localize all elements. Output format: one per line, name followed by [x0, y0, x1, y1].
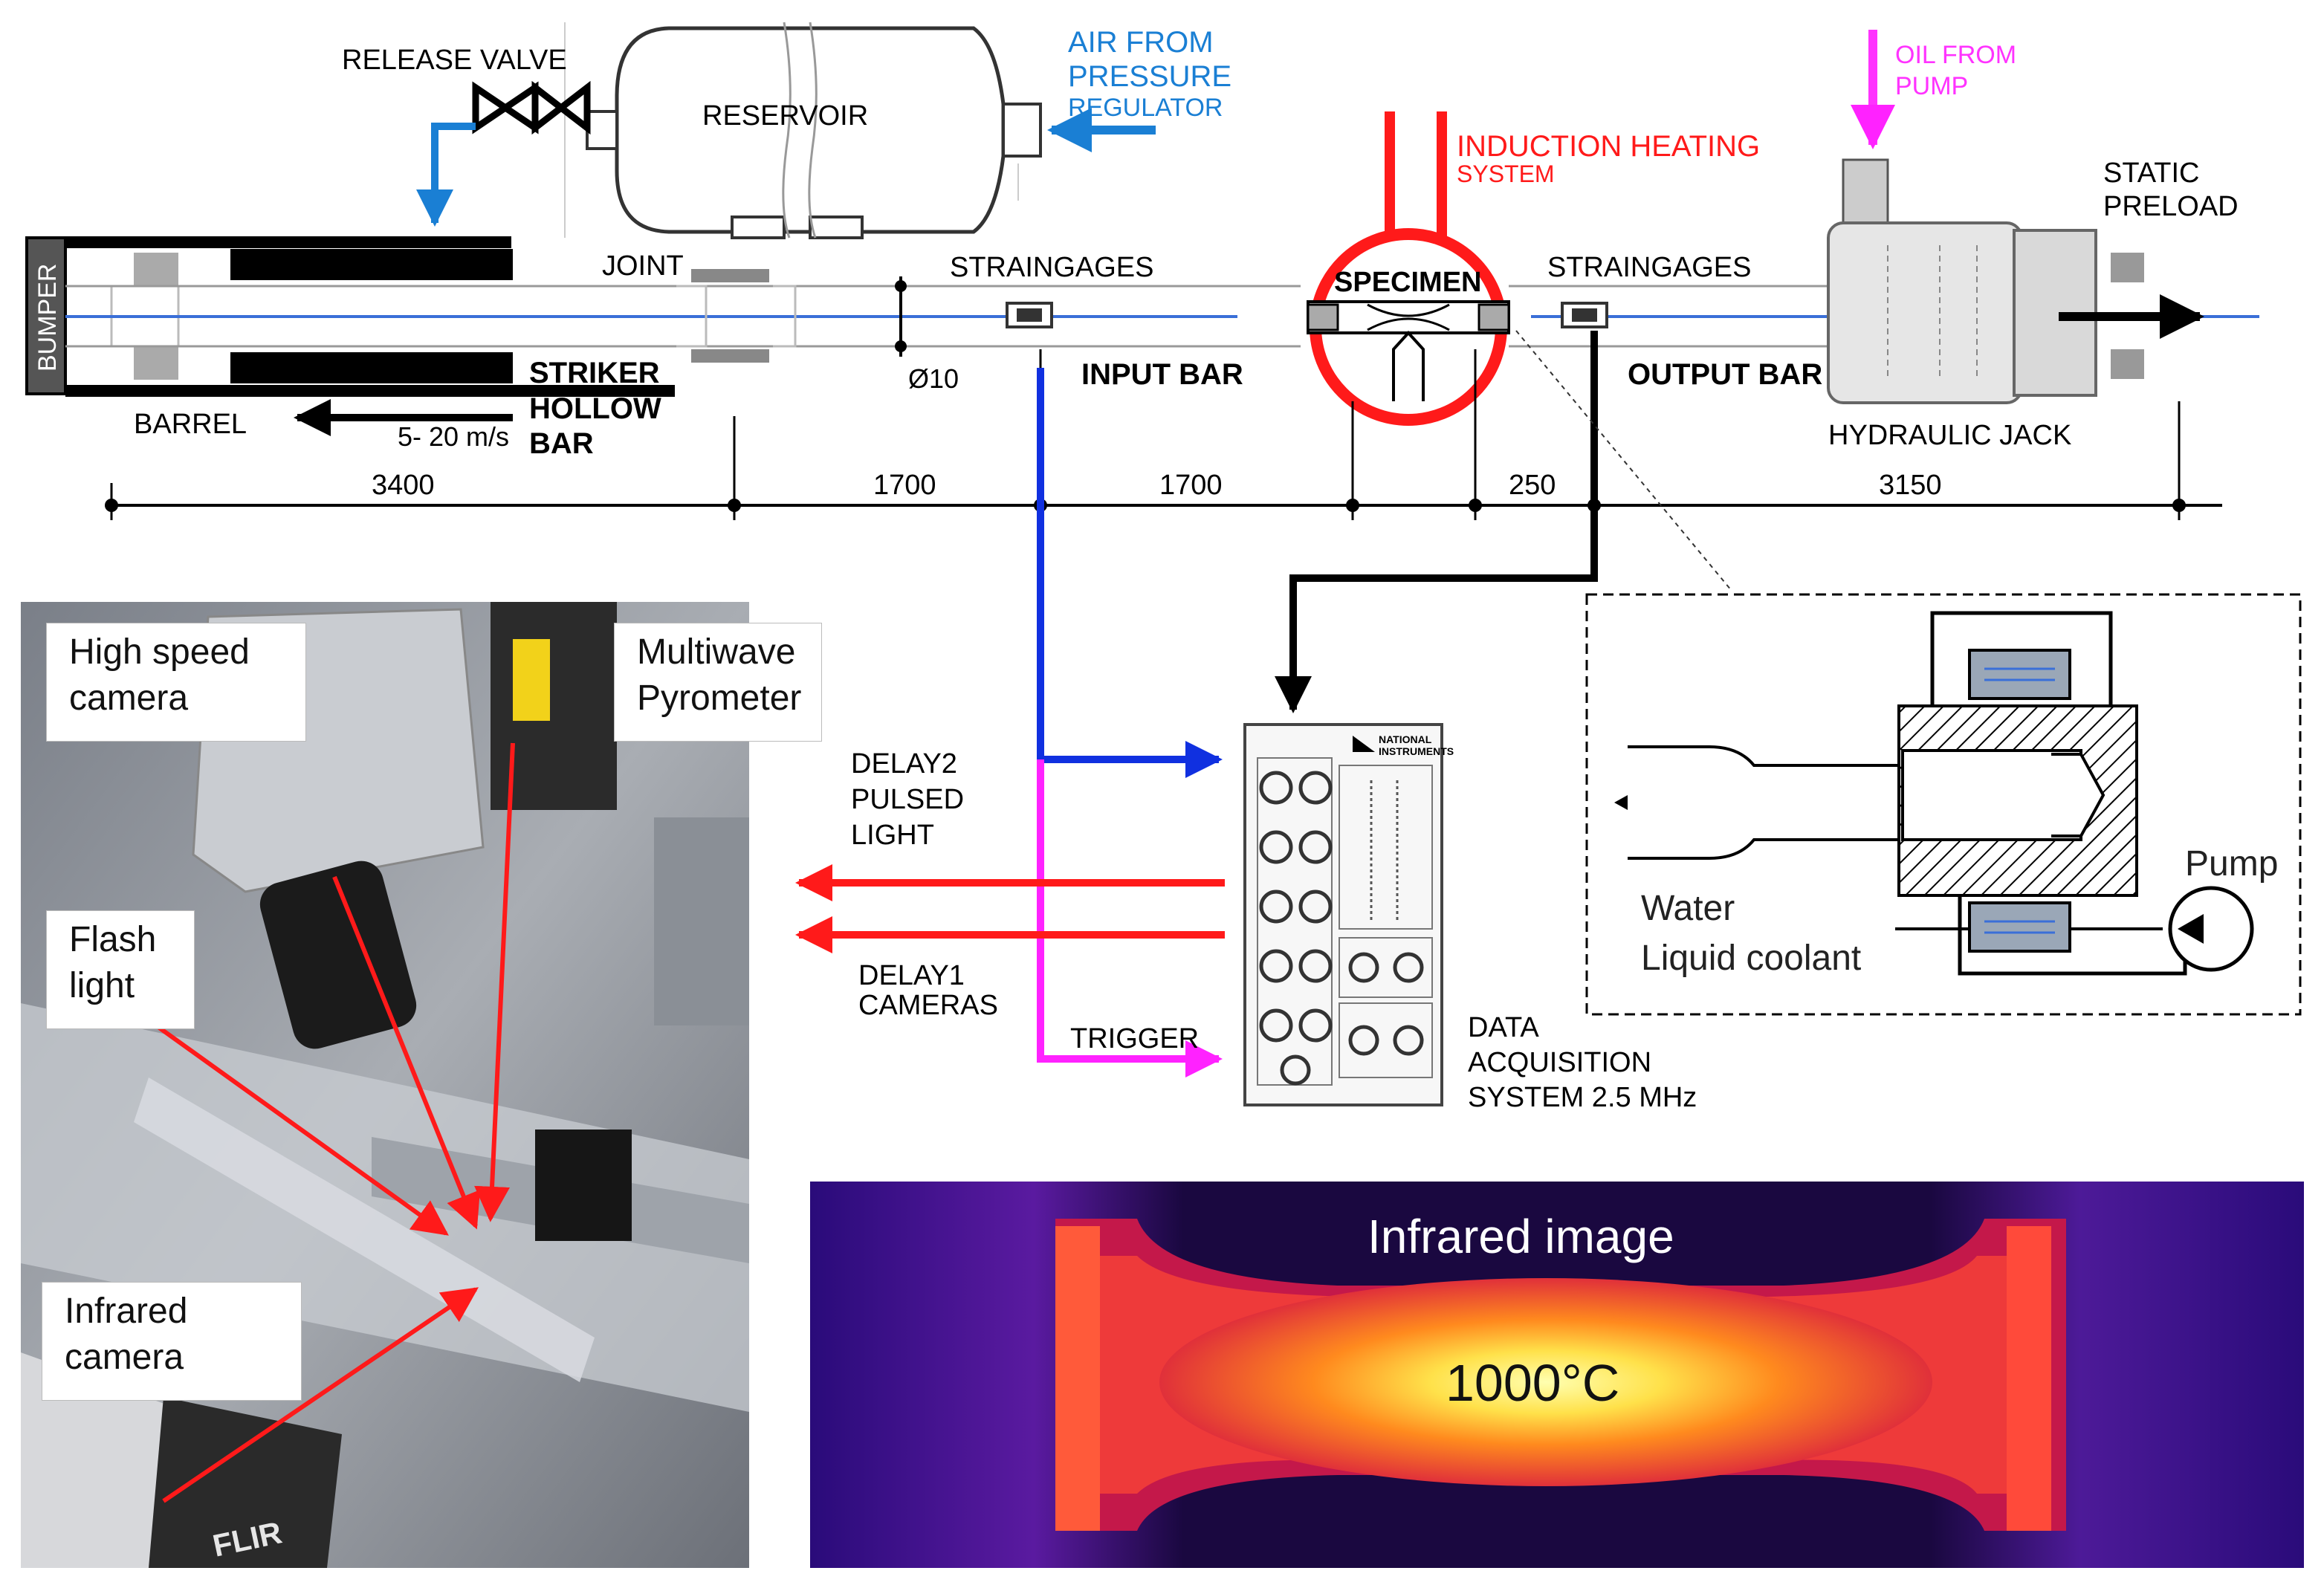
specimen-label: SPECIMEN: [1334, 267, 1481, 298]
flash-light-callout: Flash light: [46, 910, 195, 1029]
delay2-label-3: LIGHT: [851, 820, 934, 851]
output-signal-wire: [1275, 331, 1598, 713]
oil-label-2: PUMP: [1895, 72, 1968, 100]
water-label: Water: [1641, 889, 1735, 928]
diameter-label: Ø10: [908, 363, 959, 394]
speed-label: 5- 20 m/s: [398, 421, 509, 452]
static-label-1: STATIC: [2103, 158, 2199, 189]
high-speed-camera-callout: High speed camera: [46, 623, 306, 742]
air-label-1: AIR FROM: [1068, 26, 1214, 59]
output-bar-label: OUTPUT BAR: [1628, 358, 1822, 391]
delay1-label-1: DELAY1: [858, 960, 965, 991]
striker-label-2: HOLLOW: [529, 392, 661, 425]
detail-leader: [1515, 330, 1732, 592]
air-label-2: PRESSURE: [1068, 60, 1231, 93]
specimen: [1307, 300, 1510, 401]
multiwave-pyrometer-callout: Multiwave Pyrometer: [614, 623, 822, 742]
pump-label: Pump: [2185, 844, 2278, 884]
release-valve-icon: [416, 80, 591, 227]
daq-label-2: ACQUISITION: [1468, 1047, 1651, 1078]
oil-label-1: OIL FROM: [1895, 41, 2016, 69]
reservoir: [564, 22, 1042, 239]
hydraulic-jack: [1827, 158, 2144, 404]
static-label-2: PRELOAD: [2103, 191, 2239, 222]
air-label-3: REGULATOR: [1068, 94, 1223, 122]
release-valve-label: RELEASE VALVE: [342, 45, 567, 76]
daq-brand-line-2: INSTRUMENTS: [1379, 745, 1454, 757]
input-signal-wire: [1037, 368, 1223, 778]
striker-label-3: BAR: [529, 427, 594, 460]
data-acquisition-device: [1243, 723, 1443, 1106]
reservoir-label: RESERVOIR: [702, 100, 868, 132]
dimension-1700-b: 1700: [1159, 470, 1223, 501]
temperature-label: 1000°C: [1446, 1354, 1619, 1412]
daq-label-3: SYSTEM 2.5 MHz: [1468, 1082, 1697, 1113]
straingages-in-label: STRAINGAGES: [950, 252, 1154, 283]
delay1-label-2: CAMERAS: [858, 990, 998, 1021]
striker-label-1: STRIKER: [529, 357, 660, 389]
dimension-250: 250: [1509, 470, 1556, 501]
joint: [676, 269, 797, 363]
hydraulic-jack-label: HYDRAULIC JACK: [1828, 420, 2071, 451]
input-straingage: [1006, 302, 1053, 328]
daq-brand-line-1: NATIONAL: [1379, 733, 1432, 745]
delay2-label-1: DELAY2: [851, 748, 957, 780]
barrel: [65, 236, 675, 397]
induction-label-1: INDUCTION HEATING: [1457, 130, 1760, 163]
barrel-label: BARREL: [134, 409, 247, 440]
dimension-3400: 3400: [372, 470, 435, 501]
induction-label-2: SYSTEM: [1457, 161, 1555, 187]
diameter-marker: [895, 276, 907, 357]
infrared-image-title: Infrared image: [1367, 1210, 1674, 1263]
input-bar-label: INPUT BAR: [1081, 358, 1243, 391]
setup-photo: [21, 602, 749, 1568]
infrared-camera-callout: Infrared camera: [42, 1282, 302, 1401]
dimension-1700-a: 1700: [873, 470, 936, 501]
straingages-out-label: STRAINGAGES: [1547, 252, 1752, 283]
trigger-label: TRIGGER: [1070, 1023, 1199, 1054]
dimension-3150: 3150: [1879, 470, 1942, 501]
daq-label-1: DATA: [1468, 1012, 1539, 1043]
bumper-label: BUMPER: [33, 264, 62, 372]
delay2-label-2: PULSED: [851, 784, 964, 815]
joint-label: JOINT: [602, 250, 684, 282]
output-straingage: [1561, 302, 1608, 328]
cooling-detail-inset: [1585, 593, 2302, 1016]
infrared-image: [810, 1182, 2304, 1568]
liquid-coolant-label: Liquid coolant: [1641, 939, 1861, 978]
trigger-wire: [1037, 759, 1223, 1077]
